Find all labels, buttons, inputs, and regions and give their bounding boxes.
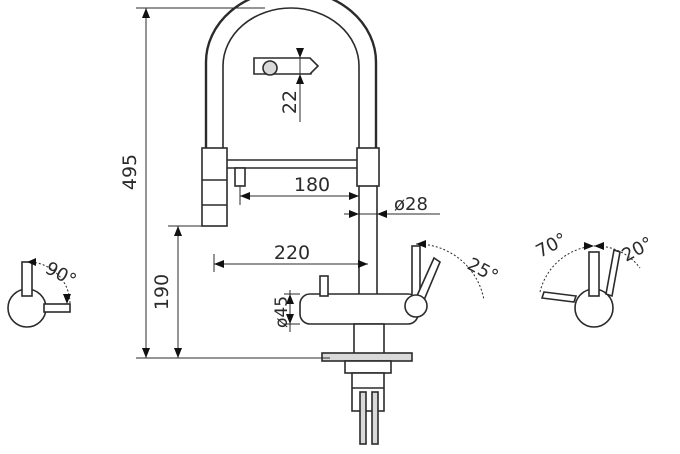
base-plate: [321, 352, 413, 362]
holder-clip: [234, 167, 246, 187]
left-handle-stem: [21, 261, 33, 297]
left-handle-lever: [43, 303, 71, 313]
label-angle-right: 25°: [464, 254, 502, 288]
label-angle-lever-left: 70°: [532, 229, 570, 263]
right-lever-stem: [588, 251, 600, 297]
label-arc-offset: 22: [279, 90, 301, 114]
left-handle-view: [7, 258, 71, 328]
base-neck: [353, 323, 385, 355]
dimension-labels: 495 190 22 180 220 ø28 ø45 25° 90° 70° 2…: [42, 90, 657, 328]
label-spout-height: 190: [151, 274, 173, 310]
label-angle-left: 90°: [42, 258, 80, 292]
right-lever-left-pos: [540, 291, 578, 303]
right-lever-right-pos: [605, 248, 621, 298]
mixer-body: [299, 293, 419, 325]
spray-head: [201, 147, 228, 227]
detail-hole: [262, 60, 278, 76]
supply-hose-left: [359, 391, 367, 445]
gooseneck-inner: [222, 7, 360, 150]
dimension-lines: [136, 7, 485, 359]
label-reach-long: 220: [274, 242, 310, 264]
supply-hose-right: [371, 391, 379, 445]
label-body-diameter: ø45: [272, 296, 292, 328]
lever-joint: [404, 294, 428, 318]
right-lever-view: [539, 242, 641, 328]
mount-nut: [344, 360, 392, 374]
mount-shank: [351, 372, 385, 412]
label-reach-short: 180: [294, 174, 330, 196]
gooseneck-outer: [204, 0, 378, 150]
label-angle-lever-right: 20°: [618, 233, 656, 267]
label-spout-diameter: ø28: [394, 194, 428, 215]
label-total-height: 495: [119, 154, 141, 190]
lever-stem: [411, 245, 421, 297]
faucet-outline: [201, 0, 441, 445]
spout-sleeve: [356, 147, 380, 187]
filter-pin: [319, 275, 329, 297]
